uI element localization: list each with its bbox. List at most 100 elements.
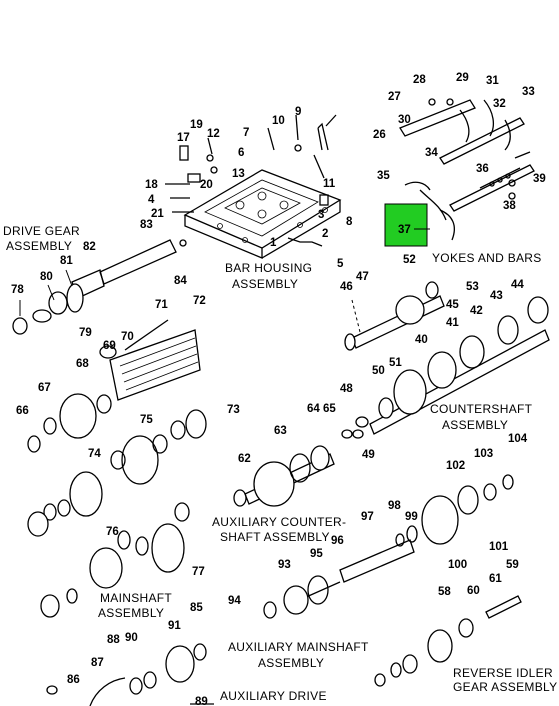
callout-51: 51 <box>389 357 402 369</box>
label-aux-mainshaft-1: AUXILIARY MAINSHAFT <box>228 640 369 654</box>
aux-countershaft-drawing <box>233 429 364 507</box>
callout-11: 11 <box>323 178 336 190</box>
callout-94: 94 <box>228 595 241 607</box>
countershaft-drawing <box>341 281 550 439</box>
label-reverse-idler-2: GEAR ASSEMBLY <box>453 680 557 694</box>
callout-44: 44 <box>511 279 524 291</box>
reverse-idler-drawing <box>374 595 522 687</box>
label-bar-housing-2: ASSEMBLY <box>232 277 298 291</box>
callout-27: 27 <box>388 91 401 103</box>
callout-68: 68 <box>76 358 89 370</box>
label-reverse-idler-1: REVERSE IDLER <box>453 666 553 680</box>
callout-99: 99 <box>405 511 418 523</box>
callout-40: 40 <box>415 334 428 346</box>
callout-70: 70 <box>121 331 134 343</box>
label-yokes-bars: YOKES AND BARS <box>432 251 542 265</box>
label-drive-gear-2: ASSEMBLY <box>6 239 72 253</box>
highlighted-part-37[interactable]: 37 <box>384 203 430 247</box>
callout-50: 50 <box>372 365 385 377</box>
callout-83: 83 <box>140 219 153 231</box>
aux-mainshaft-drawing <box>263 474 514 619</box>
highlight-box[interactable] <box>384 203 428 247</box>
callout-32: 32 <box>493 98 506 110</box>
label-aux-counter-2: SHAFT ASSEMBLY <box>220 530 330 544</box>
callout-101: 101 <box>489 541 509 553</box>
callout-26: 26 <box>373 129 386 141</box>
callout-46: 46 <box>340 281 353 293</box>
callout-62: 62 <box>238 453 251 465</box>
callout-4: 4 <box>148 194 155 206</box>
callout-72: 72 <box>193 295 206 307</box>
label-mainshaft-1: MAINSHAFT <box>100 591 172 605</box>
callout-90: 90 <box>125 632 138 644</box>
callout-66: 66 <box>16 405 29 417</box>
callout-38: 38 <box>503 200 516 212</box>
callout-91: 91 <box>168 620 181 632</box>
callout-35: 35 <box>377 170 390 182</box>
callout-74: 74 <box>88 448 101 460</box>
callout-7: 7 <box>243 127 249 139</box>
label-aux-drive-1: AUXILIARY DRIVE <box>220 689 327 703</box>
callout-93: 93 <box>278 559 291 571</box>
callout-100: 100 <box>448 559 467 571</box>
callout-5: 5 <box>337 258 344 270</box>
callout-37: 37 <box>398 224 411 236</box>
callout-29: 29 <box>456 72 469 84</box>
callout-34: 34 <box>425 147 438 159</box>
callout-43: 43 <box>490 290 503 302</box>
callout-78: 78 <box>11 284 24 296</box>
callout-76: 76 <box>106 526 119 538</box>
callout-75: 75 <box>140 414 153 426</box>
callout-73: 73 <box>227 404 240 416</box>
label-aux-counter-1: AUXILIARY COUNTER- <box>212 515 346 529</box>
callout-59: 59 <box>506 559 519 571</box>
drive-gear-drawing <box>12 239 177 335</box>
callout-8: 8 <box>346 216 353 228</box>
callout-31: 31 <box>486 75 499 87</box>
label-countershaft-2: ASSEMBLY <box>442 418 508 432</box>
section-labels: DRIVE GEAR ASSEMBLY BAR HOUSING ASSEMBLY… <box>3 224 557 703</box>
callout-12: 12 <box>207 128 220 140</box>
callout-33: 33 <box>522 86 535 98</box>
bar-housing-drawing <box>165 114 342 259</box>
callout-64: 64 <box>307 403 320 415</box>
callout-52: 52 <box>403 254 416 266</box>
label-drive-gear-1: DRIVE GEAR <box>3 224 80 238</box>
callout-1: 1 <box>270 237 277 249</box>
callout-2: 2 <box>322 228 328 240</box>
callout-13: 13 <box>232 168 245 180</box>
label-aux-mainshaft-2: ASSEMBLY <box>258 656 324 670</box>
label-mainshaft-2: ASSEMBLY <box>98 606 164 620</box>
callout-102: 102 <box>446 460 465 472</box>
callout-77: 77 <box>192 566 205 578</box>
callout-82: 82 <box>83 241 96 253</box>
callout-20: 20 <box>200 179 213 191</box>
callout-28: 28 <box>413 74 426 86</box>
callout-97: 97 <box>361 511 374 523</box>
callout-30: 30 <box>398 114 411 126</box>
callout-69: 69 <box>103 340 116 352</box>
callout-86: 86 <box>67 674 80 686</box>
callout-65: 65 <box>323 403 336 415</box>
callout-80: 80 <box>40 271 53 283</box>
callout-81: 81 <box>60 255 73 267</box>
callout-41: 41 <box>446 317 459 329</box>
callout-79: 79 <box>79 327 92 339</box>
callout-58: 58 <box>438 586 451 598</box>
callout-42: 42 <box>470 305 483 317</box>
label-bar-housing-1: BAR HOUSING <box>225 261 312 275</box>
callout-61: 61 <box>489 573 502 585</box>
callout-3: 3 <box>318 209 324 221</box>
callout-36: 36 <box>476 163 489 175</box>
callout-95: 95 <box>310 548 323 560</box>
callout-98: 98 <box>388 500 401 512</box>
callout-17: 17 <box>177 132 190 144</box>
callout-89: 89 <box>195 696 208 706</box>
callout-60: 60 <box>467 585 480 597</box>
callout-103: 103 <box>474 448 493 460</box>
callout-45: 45 <box>446 299 459 311</box>
callout-21: 21 <box>151 208 164 220</box>
yokes-bars-drawing <box>399 98 535 241</box>
